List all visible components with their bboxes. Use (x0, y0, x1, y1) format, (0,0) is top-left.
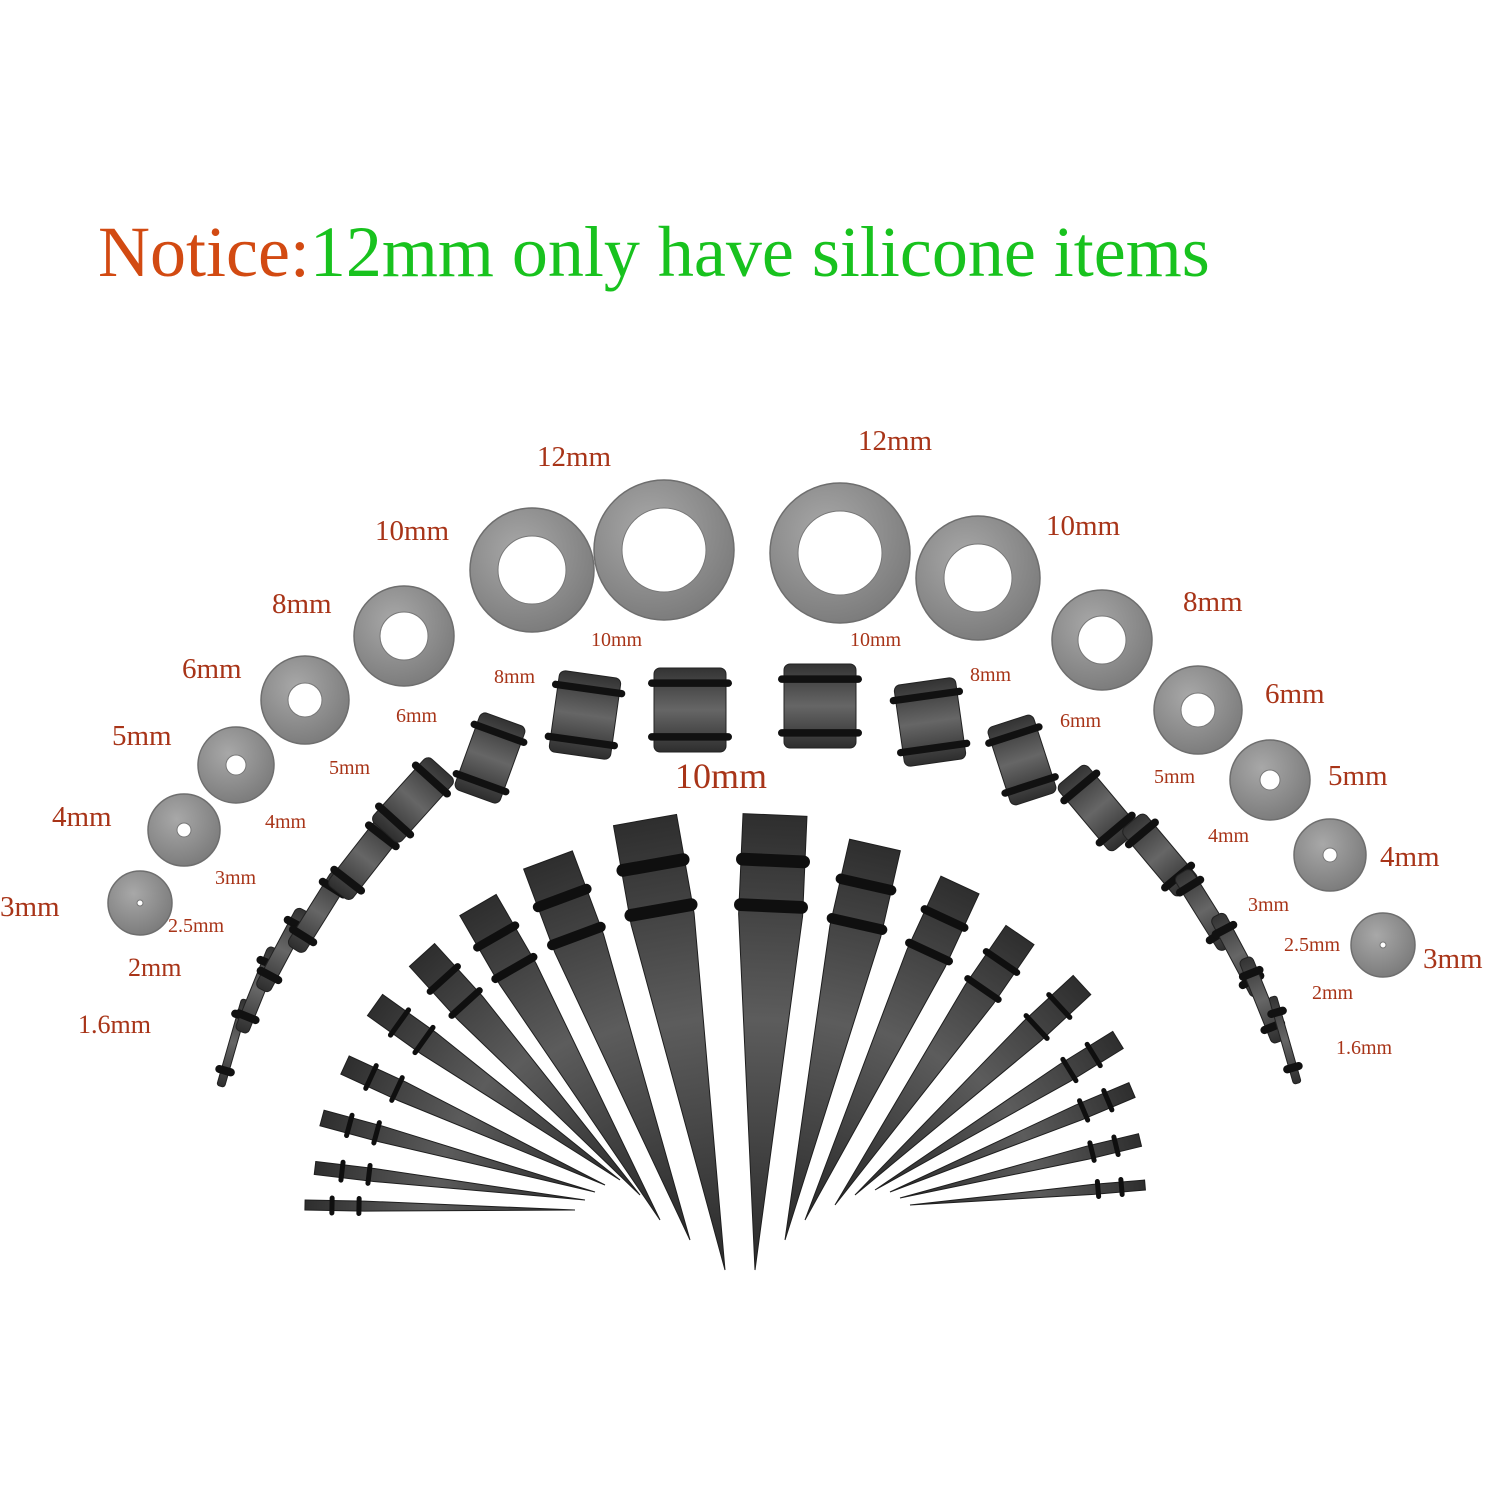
acrylic-plug (372, 757, 454, 843)
plug-label-left: 8mm (494, 666, 536, 688)
tunnel-label-right: 12mm (858, 425, 933, 457)
plug-label-right: 8mm (970, 664, 1012, 686)
silicone-tunnel (1293, 818, 1367, 892)
silicone-tunnels (107, 479, 1416, 978)
silicone-tunnel (593, 479, 735, 621)
notice-message: 12mm only have silicone items (309, 212, 1210, 292)
acrylic-taper (366, 993, 621, 1181)
plug-label-left: 1.6mm (78, 1010, 151, 1039)
plug-label-left: 4mm (265, 811, 307, 833)
notice-prefix: Notice: (98, 212, 310, 292)
acrylic-taper (854, 974, 1092, 1196)
acrylic-taper (612, 813, 726, 1271)
acrylic-plug (544, 670, 626, 760)
silicone-tunnel (469, 507, 595, 633)
plug-label-left: 6mm (396, 705, 438, 727)
silicone-tunnel (915, 515, 1041, 641)
silicone-tunnel (147, 793, 221, 867)
tunnel-label-right: 10mm (1046, 510, 1121, 542)
plug-label-left: 10mm (591, 629, 643, 651)
acrylic-plug (1057, 764, 1139, 852)
acrylic-plug (648, 667, 732, 753)
tunnel-label-right: 8mm (1183, 586, 1243, 618)
acrylic-taper (834, 924, 1035, 1206)
plug-label-right: 2.5mm (1284, 934, 1341, 956)
acrylic-taper (874, 1030, 1124, 1191)
silicone-tunnel (769, 482, 911, 624)
tunnel-label-left: 3mm (0, 891, 60, 923)
tunnel-label-left: 5mm (112, 720, 172, 752)
tunnel-label-left: 10mm (375, 515, 450, 547)
acrylic-taper (313, 1159, 586, 1201)
silicone-tunnel (107, 870, 173, 936)
tunnel-label-left: 8mm (272, 588, 332, 620)
taper-label: 10mm (675, 756, 768, 796)
acrylic-plug (985, 714, 1059, 806)
silicone-tunnel (353, 585, 455, 687)
plug-label-left: 2mm (128, 953, 182, 982)
acrylic-taper (784, 838, 901, 1241)
plug-label-right: 4mm (1208, 825, 1250, 847)
acrylic-plug (778, 663, 862, 749)
silicone-tunnel (1153, 665, 1243, 755)
plug-label-right: 2mm (1312, 982, 1354, 1004)
acrylic-plugs (215, 663, 1303, 1088)
tunnel-label-left: 6mm (182, 653, 242, 685)
tunnel-label-right: 3mm (1423, 943, 1483, 975)
silicone-tunnel (1350, 912, 1416, 978)
tunnel-label-left: 12mm (537, 441, 612, 473)
acrylic-tapers (304, 813, 1146, 1271)
plug-label-left: 2.5mm (168, 915, 225, 937)
acrylic-taper (340, 1055, 606, 1186)
tunnel-label-left: 4mm (52, 801, 112, 833)
tunnel-label-right: 5mm (1328, 760, 1388, 792)
acrylic-taper (899, 1133, 1143, 1199)
plug-label-left: 5mm (329, 757, 371, 779)
plug-label-left: 3mm (215, 867, 257, 889)
acrylic-taper (909, 1177, 1146, 1206)
plug-label-right: 3mm (1248, 894, 1290, 916)
acrylic-plug (452, 712, 528, 804)
plug-label-right: 5mm (1154, 766, 1196, 788)
plug-label-right: 10mm (850, 629, 902, 651)
notice-heading: Notice:12mm only have silicone items (98, 212, 1210, 292)
acrylic-taper (523, 850, 691, 1241)
acrylic-taper (304, 1195, 576, 1216)
silicone-tunnel (197, 726, 275, 804)
acrylic-plug (889, 677, 971, 767)
silicone-tunnel (1229, 739, 1311, 821)
acrylic-taper (459, 893, 661, 1221)
tunnel-label-right: 6mm (1265, 678, 1325, 710)
acrylic-taper (734, 813, 810, 1271)
acrylic-taper (889, 1081, 1136, 1193)
acrylic-taper (804, 875, 980, 1221)
silicone-tunnel (260, 655, 350, 745)
plug-label-right: 6mm (1060, 710, 1102, 732)
plug-label-right: 1.6mm (1336, 1037, 1393, 1059)
tunnel-label-right: 4mm (1380, 841, 1440, 873)
acrylic-plug (1267, 995, 1303, 1085)
acrylic-taper (319, 1109, 596, 1193)
acrylic-taper (408, 942, 641, 1196)
silicone-tunnel (1051, 589, 1153, 691)
